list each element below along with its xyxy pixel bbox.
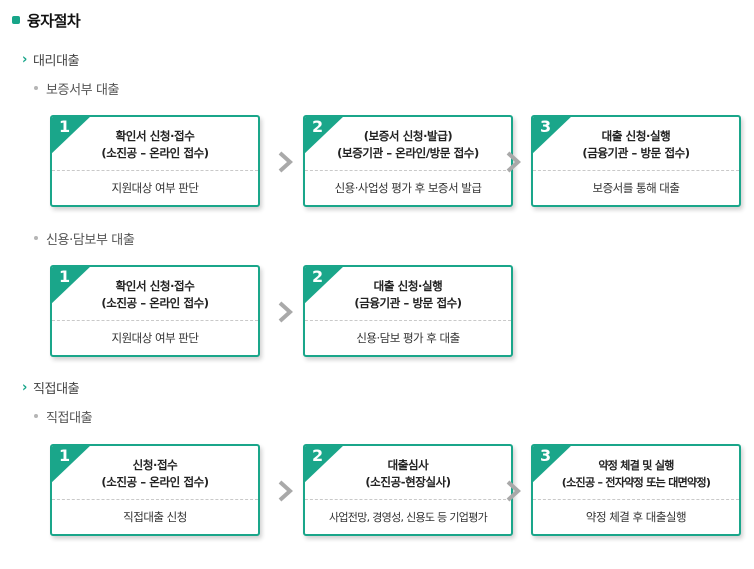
step-number-badge	[533, 446, 573, 484]
step-number-badge	[305, 267, 345, 305]
step-number: 2	[312, 446, 324, 465]
step-title: 대출 신청·실행	[373, 279, 443, 293]
step-subtitle: (소진공 – 온라인 접수)	[101, 475, 209, 489]
step-number: 3	[540, 117, 552, 136]
step-title: 약정 체결 및 실행	[598, 459, 674, 472]
step-number: 1	[59, 117, 71, 136]
section-label-2: › 직접대출	[22, 378, 80, 397]
subsection-label-1-2: 신용·담보부 대출	[34, 229, 135, 248]
dashed-divider	[52, 499, 258, 500]
step-card: 3 대출 신청·실행 (금융기관 – 방문 접수) 보증서를 통해 대출	[531, 115, 741, 207]
step-subtitle: (소진공 – 온라인 접수)	[101, 146, 209, 160]
step-card: 1 확인서 신청·접수 (소진공 – 온라인 접수) 지원대상 여부 판단	[50, 115, 260, 207]
subsection-label-1-1: 보증서부 대출	[34, 79, 120, 98]
step-subtitle: (소진공-현장실사)	[365, 475, 451, 489]
step-subtitle: (보증기관 – 온라인/방문 접수)	[337, 146, 479, 160]
dashed-divider	[52, 320, 258, 321]
step-card: 2 대출심사 (소진공-현장실사) 사업전망, 경영성, 신용도 등 기업평가	[303, 444, 513, 536]
step-number: 2	[312, 117, 324, 136]
step-number: 2	[312, 267, 324, 286]
step-description: 지원대상 여부 판단	[111, 331, 199, 345]
step-number-badge	[533, 117, 573, 155]
step-card: 1 신청·접수 (소진공 – 온라인 접수) 직접대출 신청	[50, 444, 260, 536]
dashed-divider	[533, 499, 739, 500]
subsection-label-text: 직접대출	[46, 410, 93, 426]
page-title: 융자절차	[27, 11, 81, 30]
step-number: 1	[59, 267, 71, 286]
step-title: 신청·접수	[132, 458, 178, 472]
step-subtitle: (소진공 – 전자약정 또는 대면약정)	[561, 476, 711, 489]
step-subtitle: (소진공 – 온라인 접수)	[101, 296, 209, 310]
step-number: 3	[540, 446, 552, 465]
step-title: 확인서 신청·접수	[115, 129, 195, 143]
subsection-label-2-1: 직접대출	[34, 407, 93, 426]
step-description: 신용·사업성 평가 후 보증서 발급	[334, 181, 482, 195]
chevron-right-icon	[278, 301, 293, 323]
step-description: 신용·담보 평가 후 대출	[356, 331, 460, 345]
step-description: 직접대출 신청	[123, 510, 187, 524]
bullet-icon	[34, 236, 38, 240]
subsection-label-text: 신용·담보부 대출	[46, 232, 135, 248]
step-number-badge	[305, 446, 345, 484]
step-card: 2 (보증서 신청·발급) (보증기관 – 온라인/방문 접수) 신용·사업성 …	[303, 115, 513, 207]
chevron-right-icon	[278, 151, 293, 173]
step-number-badge	[52, 117, 92, 155]
dashed-divider	[305, 499, 511, 500]
step-subtitle: (금융기관 – 방문 접수)	[582, 146, 690, 160]
section-label-text: 대리대출	[32, 53, 80, 69]
subsection-label-text: 보증서부 대출	[46, 82, 120, 98]
step-description: 약정 체결 후 대출실행	[585, 510, 687, 524]
step-description: 사업전망, 경영성, 신용도 등 기업평가	[328, 511, 488, 524]
bullet-icon	[34, 86, 38, 90]
step-description: 지원대상 여부 판단	[111, 181, 199, 195]
section-header: 융자절차	[12, 8, 81, 32]
chevron-right-icon	[506, 151, 521, 173]
step-title: 확인서 신청·접수	[115, 279, 195, 293]
bullet-icon	[34, 414, 38, 418]
chevron-right-icon: ›	[22, 378, 27, 396]
step-card: 2 대출 신청·실행 (금융기관 – 방문 접수) 신용·담보 평가 후 대출	[303, 265, 513, 357]
chevron-right-icon	[506, 480, 521, 502]
step-title: 대출 신청·실행	[601, 129, 671, 143]
section-label-text: 직접대출	[32, 381, 80, 397]
dashed-divider	[533, 170, 739, 171]
dashed-divider	[305, 170, 511, 171]
section-label-1: › 대리대출	[22, 50, 80, 69]
step-description: 보증서를 통해 대출	[592, 181, 680, 195]
title-bullet-icon	[12, 16, 20, 24]
dashed-divider	[52, 170, 258, 171]
step-number-badge	[52, 267, 92, 305]
step-number-badge	[305, 117, 345, 155]
step-number: 1	[59, 446, 71, 465]
chevron-right-icon: ›	[22, 50, 27, 68]
step-card: 1 확인서 신청·접수 (소진공 – 온라인 접수) 지원대상 여부 판단	[50, 265, 260, 357]
step-card: 3 약정 체결 및 실행 (소진공 – 전자약정 또는 대면약정) 약정 체결 …	[531, 444, 741, 536]
chevron-right-icon	[278, 480, 293, 502]
step-number-badge	[52, 446, 92, 484]
step-title: (보증서 신청·발급)	[363, 129, 453, 143]
step-title: 대출심사	[387, 458, 429, 472]
step-subtitle: (금융기관 – 방문 접수)	[354, 296, 462, 310]
dashed-divider	[305, 320, 511, 321]
